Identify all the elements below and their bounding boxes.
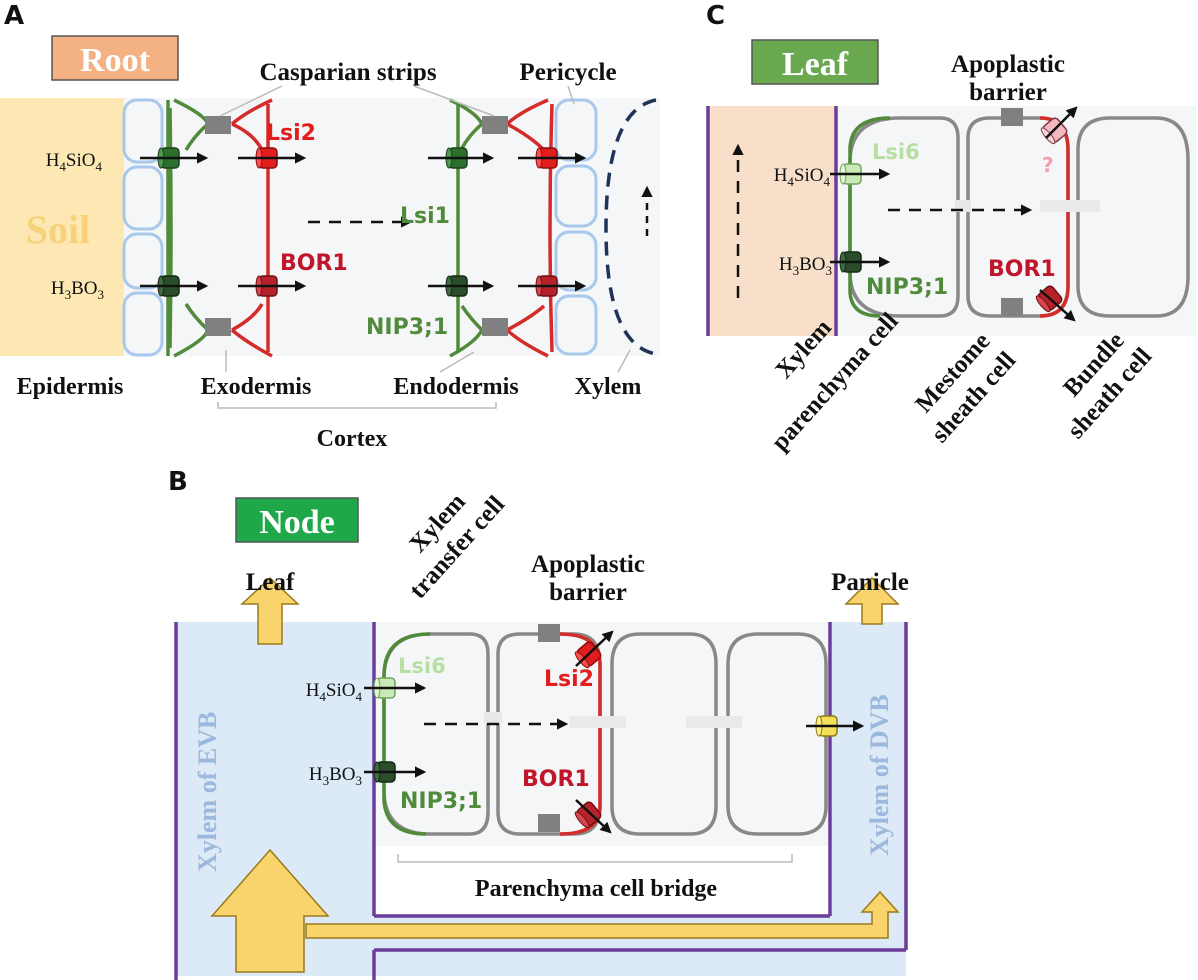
casparian-label: Casparian strips: [259, 59, 436, 86]
node-plasmodesma-2: [570, 716, 626, 728]
boric-acid-label-a: H3BO3: [51, 278, 104, 302]
node-plasmodesma-3: [686, 716, 742, 728]
cortex-label: Cortex: [317, 426, 388, 452]
panel-c-letter: C: [706, 1, 725, 31]
cortex-bracket: [217, 402, 497, 409]
node-apoplastic-barrier-top: [538, 624, 560, 642]
lsi2-label-a: Lsi2: [266, 121, 316, 146]
bundle-sheath-cell: [1076, 116, 1190, 318]
node-leaf-label: Leaf: [246, 569, 295, 596]
pericycle-leader: [567, 85, 575, 105]
panel-b-letter: B: [168, 467, 188, 497]
panel-c: C Leaf H4SiO4 H3BO3 Apoplastic: [706, 1, 1196, 456]
boric-acid-label-b: H3BO3: [309, 764, 362, 788]
xylem-boundary: [604, 98, 657, 356]
root-title-box: [51, 35, 179, 81]
node-lsi6-label: Lsi6: [398, 654, 446, 678]
leaf-question-mark: ?: [1042, 153, 1054, 177]
endodermis-leader: [439, 351, 475, 373]
leaf-bor1-label: BOR1: [988, 257, 1056, 282]
node-title-box: [235, 497, 359, 543]
panel-a-letter: A: [4, 1, 24, 31]
node-apoplastic-label-2: barrier: [549, 579, 627, 606]
root-flux-arrows: [140, 152, 587, 292]
leaf-flow-arrow: [240, 576, 300, 645]
node-bor1-label: BOR1: [522, 767, 590, 792]
panicle-flow-arrow: [844, 576, 900, 625]
panicle-label: Panicle: [831, 569, 909, 596]
silicic-acid-label-a: H4SiO4: [46, 150, 103, 174]
leaf-title: Leaf: [782, 46, 849, 83]
node-green-membrane: [382, 676, 427, 836]
leaf-plasmodesma-2: [1040, 200, 1100, 212]
dvb-label: Xylem of DVB: [865, 694, 894, 856]
leaf-apoplastic-barrier-top: [1001, 108, 1023, 126]
soil-label: Soil: [26, 207, 90, 252]
leaf-apoplastic-label-2: barrier: [969, 79, 1047, 106]
casparian-strips: [205, 116, 508, 336]
node-red-membrane: [559, 632, 602, 836]
node-parenchyma-cell-3: [726, 632, 828, 836]
node-title: Node: [259, 504, 335, 541]
panel-a: A Soil Root: [0, 1, 660, 452]
silicic-acid-label-c: H4SiO4: [774, 165, 831, 189]
leaf-lsi6-label: Lsi6: [872, 140, 920, 164]
xylem-label-a: Xylem: [575, 374, 642, 400]
node-apoplastic-label-1: Apoplastic: [531, 551, 645, 578]
node-parenchyma-cell-2: [610, 632, 718, 836]
xylem-leader-a: [617, 349, 631, 373]
leaf-flux-arrows: [830, 106, 1078, 322]
node-vessel-walls: [174, 622, 908, 980]
silicic-acid-label-b: H4SiO4: [306, 680, 363, 704]
endodermis-label: Endodermis: [393, 374, 518, 400]
node-nip-label: NIP3;1: [400, 789, 482, 814]
lsi1-label-a: Lsi1: [400, 204, 450, 229]
epidermis-cells: [122, 98, 164, 357]
bridge-background: [374, 622, 830, 846]
panel-b: B Node Leaf Panicle Xylem of EVB Xylem o…: [168, 467, 909, 980]
bypass-arrow: [305, 890, 900, 939]
node-lsi2-label: Lsi2: [544, 667, 594, 692]
leaf-xylem-region: [706, 106, 836, 336]
xylem-parenchyma-cell: [848, 116, 960, 318]
node-flux-arrows: [364, 630, 865, 834]
node-apoplastic-barrier-bottom: [538, 814, 560, 832]
leaf-title-box: [751, 39, 879, 85]
leaf-green-membrane: [848, 150, 881, 318]
dvb-region: [832, 622, 906, 914]
bridge-label: Parenchyma cell bridge: [475, 876, 718, 902]
bor1-label-a: BOR1: [280, 251, 348, 276]
pericycle-label: Pericycle: [519, 59, 616, 86]
leaf-apoplastic-barrier-bottom: [1001, 298, 1023, 316]
casparian-leader-2: [413, 85, 495, 117]
epidermis-label: Epidermis: [17, 374, 124, 400]
leaf-apoplastic-label-1: Apoplastic: [951, 51, 1065, 78]
main-upward-arrow: [210, 848, 330, 973]
node-plasmodesma-1: [484, 712, 502, 724]
boric-acid-label-c: H3BO3: [779, 254, 832, 278]
bridge-bracket: [397, 854, 793, 863]
leaf-nip-label: NIP3;1: [866, 275, 948, 300]
nip-label-a: NIP3;1: [366, 315, 448, 340]
evb-label: Xylem of EVB: [193, 712, 222, 872]
root-title: Root: [80, 42, 151, 79]
exodermis-label: Exodermis: [201, 374, 312, 400]
endodermis-walls: [449, 98, 554, 358]
soil-region: [0, 98, 124, 356]
casparian-leader-1: [219, 85, 283, 117]
